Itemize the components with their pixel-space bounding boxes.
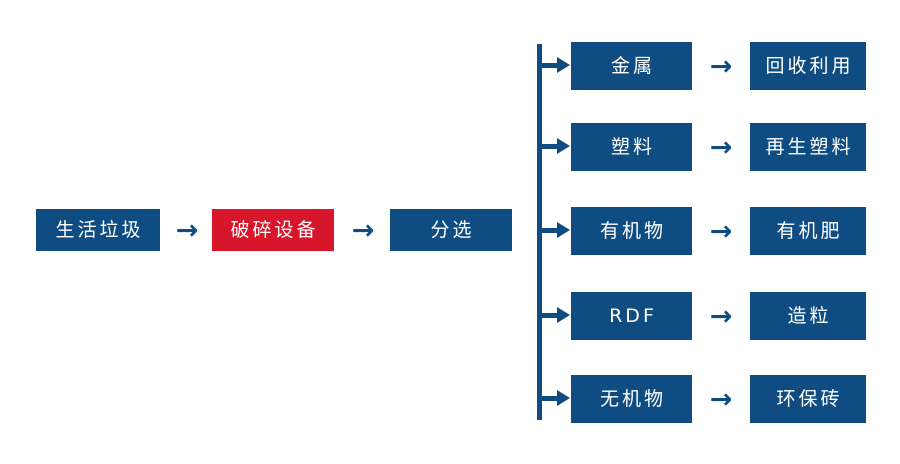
branch-stub-1 [537, 144, 560, 149]
node-label: 造粒 [787, 304, 832, 327]
arrow-glyph: → [351, 214, 375, 246]
branch-stub-0 [537, 63, 560, 68]
node-label: 无机物 [599, 387, 666, 410]
node-branch-source-0[interactable]: 金属 [571, 42, 692, 90]
arrow-glyph: → [175, 214, 199, 246]
arrow-glyph: → [709, 215, 733, 247]
arrow-glyph: → [709, 131, 733, 163]
branch-link-arrow-0-icon: → [700, 50, 742, 82]
node-label: 分选 [430, 218, 475, 241]
node-branch-target-3[interactable]: 造粒 [750, 292, 866, 340]
node-branch-source-3[interactable]: RDF [571, 292, 692, 340]
branch-arrowhead-3-icon [557, 307, 570, 323]
node-label: 再生塑料 [765, 135, 854, 158]
chain-arrow-1-icon: → [342, 214, 384, 246]
arrow-glyph: → [709, 50, 733, 82]
chain-arrow-0-icon: → [166, 214, 208, 246]
branch-arrowhead-0-icon [557, 57, 570, 73]
node-branch-target-4[interactable]: 环保砖 [750, 375, 866, 423]
branch-stub-2 [537, 228, 560, 233]
branch-stub-4 [537, 396, 560, 401]
node-label: 金属 [610, 54, 655, 77]
node-branch-target-2[interactable]: 有机肥 [750, 207, 866, 255]
branch-arrowhead-2-icon [557, 222, 570, 238]
arrow-glyph: → [709, 383, 733, 415]
branch-link-arrow-1-icon: → [700, 131, 742, 163]
node-label: 有机肥 [776, 219, 843, 242]
node-label: RDF [609, 304, 657, 327]
branch-stub-3 [537, 313, 560, 318]
node-branch-source-1[interactable]: 塑料 [571, 123, 692, 171]
node-main-0[interactable]: 生活垃圾 [36, 209, 160, 251]
node-label: 有机物 [599, 219, 666, 242]
branch-link-arrow-2-icon: → [700, 215, 742, 247]
node-branch-target-0[interactable]: 回收利用 [750, 42, 866, 90]
arrow-glyph: → [709, 300, 733, 332]
node-label: 环保砖 [776, 387, 843, 410]
node-branch-target-1[interactable]: 再生塑料 [750, 123, 866, 171]
branch-link-arrow-3-icon: → [700, 300, 742, 332]
branch-arrowhead-4-icon [557, 390, 570, 406]
branch-link-arrow-4-icon: → [700, 383, 742, 415]
node-main-1[interactable]: 破碎设备 [212, 209, 334, 251]
branch-arrowhead-1-icon [557, 138, 570, 154]
node-label: 回收利用 [765, 54, 854, 77]
node-label: 塑料 [610, 135, 655, 158]
node-label: 生活垃圾 [55, 218, 144, 241]
node-main-2[interactable]: 分选 [390, 209, 512, 251]
node-branch-source-4[interactable]: 无机物 [571, 375, 692, 423]
node-label: 破碎设备 [230, 218, 319, 241]
node-branch-source-2[interactable]: 有机物 [571, 207, 692, 255]
